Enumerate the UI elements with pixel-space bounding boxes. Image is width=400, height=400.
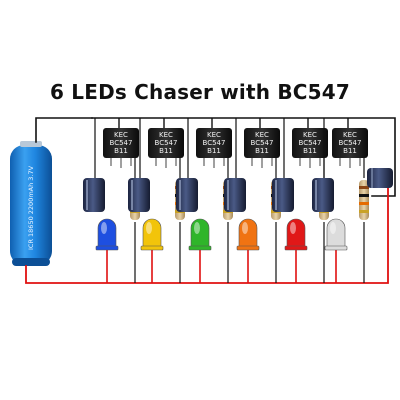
transistor-marking: KEC xyxy=(207,131,221,139)
led-rim xyxy=(140,245,164,251)
transistor-marking: B11 xyxy=(255,147,269,155)
capacitor-body xyxy=(312,178,334,212)
led-yellow xyxy=(140,218,164,251)
led-body xyxy=(238,218,258,249)
capacitor xyxy=(224,178,246,212)
transistor-marking: B11 xyxy=(114,147,128,155)
led-rim xyxy=(284,245,308,251)
capacitor xyxy=(312,178,334,212)
transistor-marking: KEC xyxy=(159,131,173,139)
transistor-marking: B11 xyxy=(343,147,357,155)
transistor-body xyxy=(244,128,280,158)
transistor-body xyxy=(332,128,368,158)
resistor-band xyxy=(359,186,369,189)
led-rim xyxy=(236,245,260,251)
transistor-marking: BC547 xyxy=(203,139,226,147)
capacitor xyxy=(128,178,150,212)
capacitor-body xyxy=(272,178,294,212)
top-rail-wire xyxy=(91,117,396,197)
transistor-marking: B11 xyxy=(159,147,173,155)
led-highlight xyxy=(146,222,152,234)
battery: ICR 18650 2200mAh 3.7V xyxy=(10,141,52,266)
transistor-marking: B11 xyxy=(303,147,317,155)
wiring xyxy=(25,117,396,284)
battery-label: ICR 18650 2200mAh 3.7V xyxy=(27,165,35,250)
resistor-band xyxy=(359,202,369,205)
capacitor-body xyxy=(224,178,246,212)
transistor-marking: KEC xyxy=(303,131,317,139)
transistor-marking: KEC xyxy=(343,131,357,139)
transistor-marking: B11 xyxy=(207,147,221,155)
capacitor-body xyxy=(128,178,150,212)
transistor-marking: BC547 xyxy=(110,139,133,147)
led-highlight xyxy=(101,222,107,234)
transistor-marking: KEC xyxy=(255,131,269,139)
transistor-body xyxy=(292,128,328,158)
resistor-band xyxy=(359,194,369,197)
led-white xyxy=(324,218,348,251)
battery-positive-wire xyxy=(35,117,93,143)
capacitor-body xyxy=(176,178,198,212)
transistor-body xyxy=(196,128,232,158)
led-highlight xyxy=(242,222,248,234)
led-red xyxy=(284,218,308,251)
resistor-band xyxy=(359,210,369,213)
led-blue xyxy=(95,218,119,251)
led-highlight xyxy=(330,222,336,234)
capacitor xyxy=(176,178,198,212)
diagram-title: 6 LEDs Chaser with BC547 xyxy=(49,80,351,104)
transistor-marking: BC547 xyxy=(251,139,274,147)
transistor-body xyxy=(103,128,139,158)
transistor-marking: BC547 xyxy=(339,139,362,147)
transistor-marking: KEC xyxy=(114,131,128,139)
led-body xyxy=(142,218,162,249)
led-highlight xyxy=(194,222,200,234)
led-green xyxy=(188,218,212,251)
chaser-stages: KECBC547B11KECBC547B11KECBC547B11KECBC54… xyxy=(83,118,369,283)
led-rim xyxy=(95,245,119,251)
transistor-body xyxy=(148,128,184,158)
led-orange xyxy=(236,218,260,251)
led-highlight xyxy=(290,222,296,234)
led-rim xyxy=(324,245,348,251)
transistor-marking: BC547 xyxy=(299,139,322,147)
bottom-rail-wire xyxy=(25,180,389,284)
led-rim xyxy=(188,245,212,251)
capacitor xyxy=(83,178,105,212)
capacitor-body xyxy=(83,178,105,212)
led-body xyxy=(97,218,117,249)
feedback-capacitor xyxy=(367,168,393,188)
led-body xyxy=(286,218,306,249)
capacitor xyxy=(272,178,294,212)
led-body xyxy=(326,218,346,249)
led-body xyxy=(190,218,210,249)
resistor xyxy=(359,180,369,220)
transistor-marking: BC547 xyxy=(155,139,178,147)
